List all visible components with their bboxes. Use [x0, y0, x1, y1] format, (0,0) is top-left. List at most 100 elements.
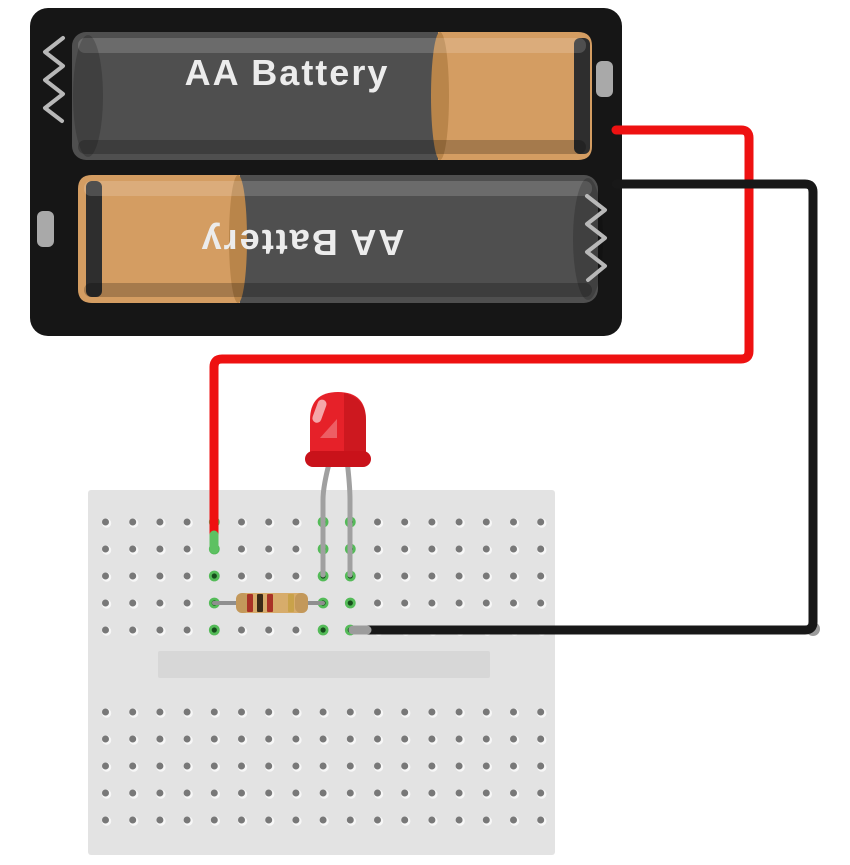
breadboard-hole — [455, 735, 463, 743]
battery-terminal-top-right — [596, 61, 613, 97]
breadboard-hole — [510, 762, 517, 770]
battery-bottom-dark-cap — [86, 181, 102, 297]
battery-top-label: AA Battery — [185, 52, 390, 93]
breadboard-hole — [156, 762, 164, 770]
battery-top-gloss — [78, 38, 586, 53]
breadboard-hole — [510, 816, 517, 824]
breadboard-hole — [102, 545, 109, 553]
breadboard-hole-connected — [211, 573, 217, 579]
breadboard-hole — [510, 599, 517, 607]
breadboard-hole — [428, 762, 436, 770]
breadboard-hole — [183, 789, 191, 797]
breadboard-hole — [183, 708, 191, 716]
breadboard-hole — [156, 518, 164, 526]
breadboard-hole — [156, 816, 164, 824]
breadboard-hole — [265, 789, 273, 797]
breadboard-hole — [265, 735, 273, 743]
breadboard-hole — [292, 816, 300, 824]
breadboard-hole — [210, 708, 218, 716]
breadboard-hole — [156, 572, 164, 580]
breadboard-hole — [265, 545, 273, 553]
breadboard-hole — [102, 708, 109, 716]
breadboard-hole — [428, 789, 436, 797]
breadboard-hole — [183, 762, 191, 770]
battery-bottom: AA Battery — [78, 175, 603, 303]
breadboard-hole — [510, 735, 517, 743]
battery-top-shadow — [78, 140, 586, 154]
battery-holder: AA Battery AA Battery — [30, 8, 622, 336]
battery-bottom-copper-end — [78, 175, 240, 303]
breadboard-hole — [265, 816, 273, 824]
battery-top-copper-edge — [431, 32, 449, 160]
breadboard-hole — [455, 762, 463, 770]
breadboard-hole — [374, 762, 381, 770]
breadboard-hole — [210, 789, 218, 797]
breadboard-hole — [428, 735, 436, 743]
resistor — [212, 593, 325, 613]
breadboard-hole — [238, 545, 245, 553]
breadboard-hole — [510, 572, 517, 580]
battery-top-dark-cap — [574, 38, 590, 154]
breadboard-hole — [292, 789, 300, 797]
led-flange — [305, 451, 371, 467]
breadboard-hole — [129, 762, 137, 770]
breadboard-hole — [374, 789, 381, 797]
breadboard-hole — [401, 708, 409, 716]
breadboard-hole — [238, 572, 245, 580]
breadboard-hole — [156, 545, 164, 553]
breadboard-hole — [238, 789, 245, 797]
resistor-end-cap-left — [236, 593, 249, 613]
breadboard-hole — [292, 518, 300, 526]
breadboard-hole — [537, 735, 545, 743]
breadboard-hole — [156, 789, 164, 797]
breadboard-hole — [482, 572, 490, 580]
breadboard-hole — [537, 545, 545, 553]
breadboard-hole — [102, 816, 109, 824]
breadboard-hole — [319, 735, 327, 743]
breadboard-hole — [428, 572, 436, 580]
battery-spring-bottom-right — [585, 194, 607, 282]
breadboard-hole — [265, 626, 273, 634]
breadboard-hole — [537, 599, 545, 607]
breadboard-hole — [238, 762, 245, 770]
breadboard-hole — [428, 599, 436, 607]
led-flat-mark — [320, 419, 337, 438]
breadboard-hole — [129, 599, 137, 607]
breadboard-hole — [129, 816, 137, 824]
breadboard-hole — [319, 789, 327, 797]
breadboard-hole — [482, 762, 490, 770]
breadboard-hole-connected — [347, 600, 353, 606]
breadboard-hole — [537, 708, 545, 716]
breadboard-hole — [428, 816, 436, 824]
breadboard-hole — [374, 599, 381, 607]
breadboard-hole — [510, 545, 517, 553]
resistor-band — [288, 594, 294, 612]
breadboard-hole — [102, 789, 109, 797]
breadboard-hole — [265, 708, 273, 716]
breadboard-hole — [129, 789, 137, 797]
breadboard-hole — [482, 735, 490, 743]
battery-top-copper-end — [438, 32, 592, 160]
battery-top: AA Battery — [72, 32, 592, 160]
breadboard-hole — [292, 626, 300, 634]
breadboard-hole — [374, 708, 381, 716]
breadboard-hole — [401, 545, 409, 553]
resistor-band — [257, 594, 263, 612]
breadboard-hole — [537, 762, 545, 770]
resistor-end-cap-right — [295, 593, 308, 613]
breadboard-hole — [510, 708, 517, 716]
breadboard-hole — [210, 735, 218, 743]
breadboard-hole — [319, 708, 327, 716]
breadboard-hole — [265, 572, 273, 580]
breadboard-hole — [537, 518, 545, 526]
breadboard-hole — [319, 762, 327, 770]
wire-black — [361, 179, 818, 635]
resistor-band — [267, 594, 273, 612]
breadboard-hole — [537, 789, 545, 797]
breadboard-hole — [401, 789, 409, 797]
breadboard-hole — [428, 708, 436, 716]
breadboard-hole — [455, 599, 463, 607]
breadboard-hole — [102, 518, 109, 526]
breadboard-hole — [537, 816, 545, 824]
